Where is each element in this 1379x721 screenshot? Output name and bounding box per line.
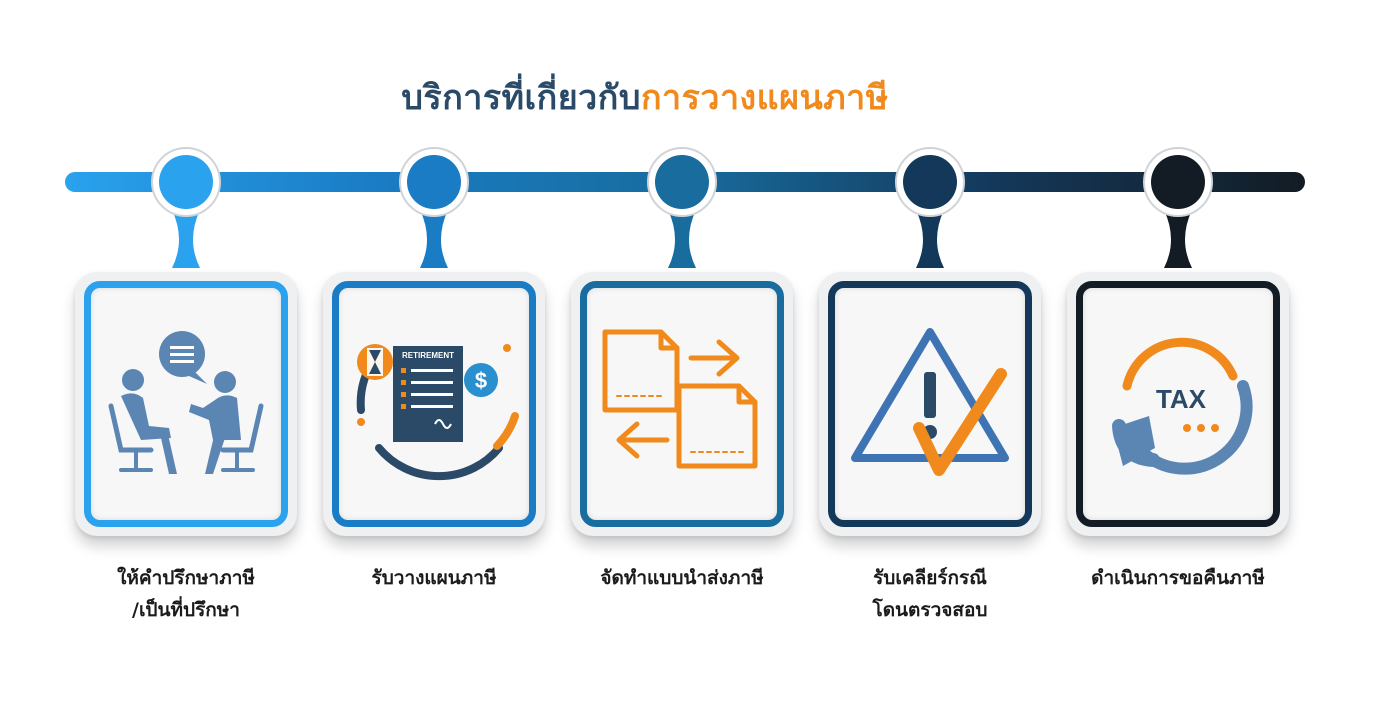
step-card-5-frame bbox=[1076, 281, 1280, 527]
step-label-1-line1: ให้คำปรึกษาภาษี bbox=[117, 567, 255, 589]
dollar-icon: $ bbox=[475, 368, 487, 393]
tax-label: TAX bbox=[1156, 384, 1207, 414]
tax-refund-icon: TAX bbox=[1112, 337, 1253, 475]
retirement-label: RETIREMENT bbox=[402, 351, 454, 360]
retirement-plan-icon: RETIREMENT $ bbox=[356, 344, 519, 481]
step-card-1 bbox=[75, 272, 297, 536]
step-card-4 bbox=[819, 272, 1041, 536]
step-label-4-line1: รับเคลียร์กรณี bbox=[873, 567, 987, 589]
step-label-5: ดำเนินการขอคืนภาษี bbox=[1048, 562, 1308, 594]
step-card-2: RETIREMENT $ bbox=[323, 272, 545, 536]
consultation-icon bbox=[108, 331, 264, 474]
document-exchange-icon bbox=[602, 329, 758, 469]
step-label-3-line1: จัดทำแบบนำส่งภาษี bbox=[600, 567, 764, 589]
timeline-connectors bbox=[172, 210, 1192, 268]
warning-check-icon bbox=[851, 328, 1009, 476]
timeline-node-2 bbox=[399, 147, 469, 217]
step-label-2-line1: รับวางแผนภาษี bbox=[371, 567, 497, 589]
timeline-node-5 bbox=[1143, 147, 1213, 217]
timeline-node-4 bbox=[895, 147, 965, 217]
timeline-node-3 bbox=[647, 147, 717, 217]
step-label-5-line1: ดำเนินการขอคืนภาษี bbox=[1091, 567, 1265, 589]
step-label-3: จัดทำแบบนำส่งภาษี bbox=[552, 562, 812, 594]
step-label-2: รับวางแผนภาษี bbox=[304, 562, 564, 594]
step-label-1-line2: /เป็นที่ปรึกษา bbox=[132, 599, 240, 621]
step-label-4: รับเคลียร์กรณี โดนตรวจสอบ bbox=[800, 562, 1060, 626]
step-label-4-line2: โดนตรวจสอบ bbox=[872, 599, 988, 621]
step-card-5: TAX bbox=[1067, 272, 1289, 536]
step-card-1-frame bbox=[84, 281, 288, 527]
step-card-3 bbox=[571, 272, 793, 536]
page-title: บริการที่เกี่ยวกับการวางแผนภาษี bbox=[0, 70, 1290, 124]
timeline-node-1 bbox=[151, 147, 221, 217]
step-label-1: ให้คำปรึกษาภาษี /เป็นที่ปรึกษา bbox=[56, 562, 316, 626]
title-part-service: บริการที่เกี่ยวกับ bbox=[401, 78, 641, 118]
title-part-tax-planning: การวางแผนภาษี bbox=[640, 78, 889, 118]
